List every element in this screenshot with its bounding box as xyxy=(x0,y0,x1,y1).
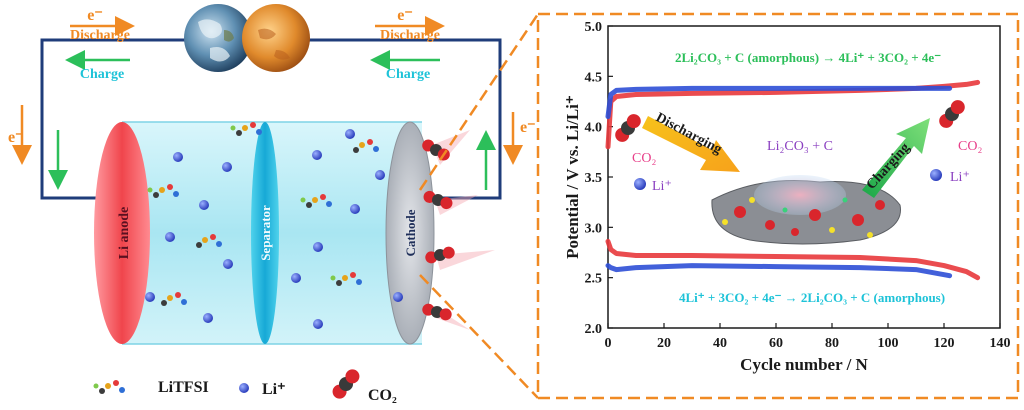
mars-icon xyxy=(242,4,310,72)
litfsi-molecules xyxy=(147,122,379,306)
litfsi-legend-label: LiTFSI xyxy=(158,379,209,396)
charge-label-left: Charge xyxy=(80,67,124,82)
charging-arrow xyxy=(862,118,930,198)
charge-equation: 2Li₂CO₃ + C (amorphous) → 4Li⁺ + 3CO₂ + … xyxy=(675,50,941,65)
potential-chart: 2.0 2.5 3.0 3.5 4.0 4.5 5.0 0 20 40 60 80 100 120 140… xyxy=(563,20,1011,374)
li-ion-legend-label: Li⁺ xyxy=(262,381,286,398)
electron-label-left: e⁻ xyxy=(87,7,103,24)
x-tick-label: 20 xyxy=(657,336,671,351)
carbon-substrate xyxy=(711,175,901,245)
electron-label-side-left: e⁻ xyxy=(8,129,24,146)
cathode-label: Cathode xyxy=(403,209,418,256)
separator xyxy=(251,122,279,344)
x-tick-label: 0 xyxy=(605,336,612,351)
co2-legend-label: CO₂ xyxy=(368,387,397,404)
circuit-wire-left xyxy=(40,38,185,200)
product-label: Li₂CO₃ + C xyxy=(767,139,833,154)
co2-molecules-cathode xyxy=(422,139,455,321)
discharge-label-right: Discharge xyxy=(380,28,440,43)
x-tick-label: 120 xyxy=(934,336,955,351)
series-line-3 xyxy=(605,238,981,281)
li-ion-icon-left xyxy=(634,178,646,190)
electron-label-right: e⁻ xyxy=(397,7,413,24)
y-tick-label: 2.5 xyxy=(585,272,603,287)
legend: LiTFSI Li⁺ CO₂ xyxy=(93,369,397,404)
series-line-4 xyxy=(605,263,953,279)
data-series xyxy=(605,79,981,281)
y-axis-ticks: 2.0 2.5 3.0 3.5 4.0 4.5 5.0 xyxy=(585,20,613,337)
co2-label-right: CO₂ xyxy=(958,139,982,154)
circuit-wire-right xyxy=(300,38,502,200)
x-tick-label: 60 xyxy=(769,336,783,351)
x-axis-ticks: 0 20 40 60 80 100 120 140 xyxy=(605,323,1011,351)
litfsi-legend-icon xyxy=(93,380,125,394)
co2-icon-left xyxy=(615,114,641,142)
y-axis-label: Potential / V vs. Li/Li⁺ xyxy=(563,95,582,259)
co2-icon-right xyxy=(939,100,965,128)
x-tick-label: 140 xyxy=(990,336,1011,351)
li-ion-legend-icon xyxy=(239,383,249,393)
discharge-label-left: Discharge xyxy=(70,28,130,43)
external-circuit: e⁻ Discharge Charge e⁻ Discharge Charge … xyxy=(8,4,536,200)
charge-label-right: Charge xyxy=(386,67,430,82)
zoom-connector xyxy=(418,13,540,399)
li-label-left: Li⁺ xyxy=(652,179,672,194)
y-tick-label: 2.0 xyxy=(585,322,603,337)
li-anode xyxy=(94,122,150,344)
co2-legend-icon xyxy=(332,369,360,399)
y-tick-label: 3.0 xyxy=(585,221,603,236)
li-ion-icon-right xyxy=(930,169,942,181)
y-tick-label: 5.0 xyxy=(585,20,603,35)
battery-cell: Li anode Separator Cathode xyxy=(94,121,495,345)
separator-label: Separator xyxy=(258,205,273,261)
discharging-arrow xyxy=(642,116,740,172)
anode-label: Li anode xyxy=(117,207,132,260)
series-line-2 xyxy=(605,85,953,120)
x-tick-label: 40 xyxy=(713,336,727,351)
x-tick-label: 80 xyxy=(825,336,839,351)
li-ion-particles xyxy=(145,129,403,329)
discharge-equation: 4Li⁺ + 3CO₂ + 4e⁻ → 2Li₂CO₃ + C (amorpho… xyxy=(679,290,945,305)
y-tick-label: 4.0 xyxy=(585,121,603,136)
inset-chart-panel: 2.0 2.5 3.0 3.5 4.0 4.5 5.0 0 20 40 60 80 100 120 140… xyxy=(536,12,1020,400)
li-label-right: Li⁺ xyxy=(950,170,970,185)
cathode xyxy=(385,121,435,345)
co2-label-left: CO₂ xyxy=(632,151,656,166)
y-tick-label: 4.5 xyxy=(585,70,603,85)
series-line-1 xyxy=(605,79,981,150)
y-tick-label: 3.5 xyxy=(585,171,603,186)
x-axis-label: Cycle number / N xyxy=(740,355,868,374)
x-tick-label: 100 xyxy=(878,336,899,351)
earth-icon xyxy=(184,4,252,72)
electron-label-side-right: e⁻ xyxy=(520,119,536,136)
